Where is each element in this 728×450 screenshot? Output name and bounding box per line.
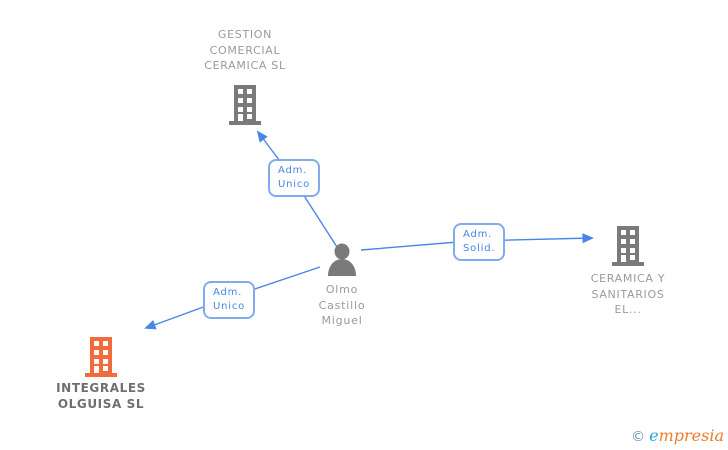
node-company-integrales-olguisa[interactable]: INTEGRALES OLGUISA SL — [28, 337, 174, 412]
copyright-symbol: © — [631, 429, 646, 445]
company-name: GESTION COMERCIAL CERAMICA SL — [204, 28, 286, 72]
edge-label-adm-unico-left: Adm. Unico — [203, 281, 256, 319]
brand-logo-e: e — [649, 426, 659, 445]
building-icon — [229, 84, 261, 125]
node-person-olmo-castillo-miguel[interactable]: Olmo Castillo Miguel — [290, 243, 394, 329]
empresia-watermark: ©empresia — [631, 426, 724, 445]
node-company-gestion-comercial-ceramica[interactable]: GESTION COMERCIAL CERAMICA SL — [170, 27, 320, 125]
building-icon — [612, 226, 644, 266]
brand-logo-rest: mpresia — [658, 426, 724, 445]
person-name: Olmo Castillo Miguel — [318, 283, 366, 327]
company-name: CERAMICA Y SANITARIOS EL... — [590, 272, 666, 316]
edge-label-adm-unico-top: Adm. Unico — [268, 159, 321, 197]
company-name: INTEGRALES OLGUISA SL — [56, 381, 146, 411]
building-icon-highlighted — [85, 337, 117, 377]
node-company-ceramica-y-sanitarios[interactable]: CERAMICA Y SANITARIOS EL... — [568, 226, 688, 318]
person-icon — [328, 243, 356, 276]
edge-label-adm-solid: Adm. Solid. — [453, 223, 506, 261]
